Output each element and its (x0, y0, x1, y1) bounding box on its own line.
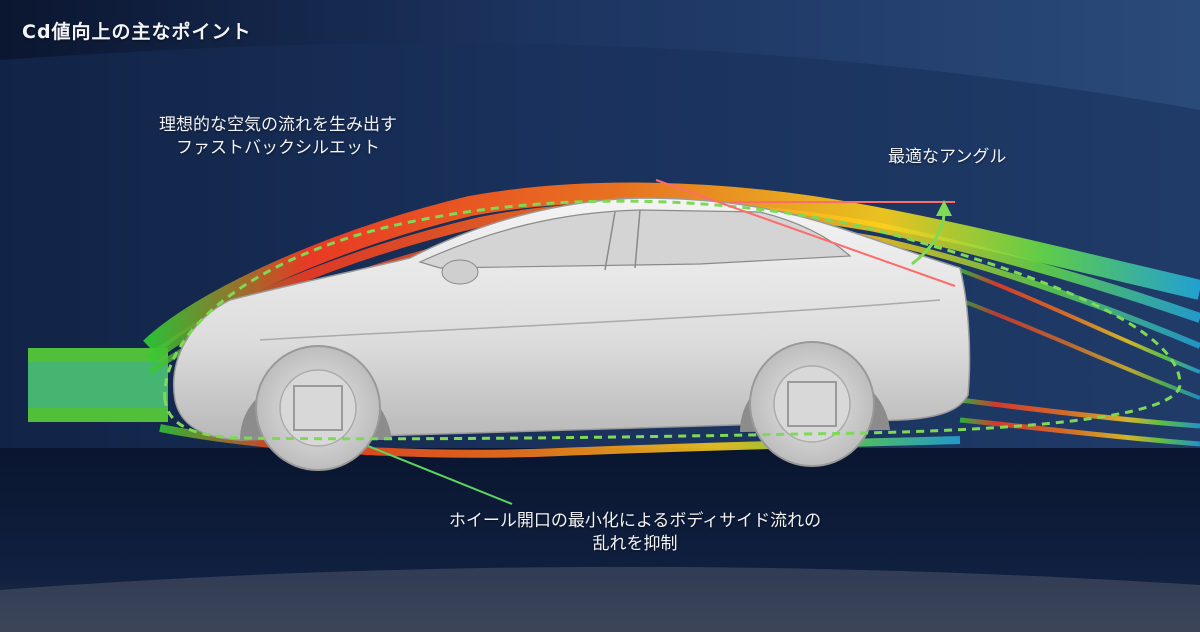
callout-silhouette-line2: ファストバックシルエット (176, 137, 380, 158)
callout-wheel-line2: 乱れを抑制 (592, 533, 678, 554)
inlet-flow (28, 348, 168, 422)
callout-wheel: ホイール開口の最小化によるボディサイド流れの 乱れを抑制 (400, 510, 870, 556)
callout-angle: 最適なアングル (888, 147, 1007, 167)
front-wheel (255, 345, 381, 471)
callout-wheel-line1: ホイール開口の最小化によるボディサイド流れの (448, 511, 822, 531)
wheel-pointer-line (367, 445, 513, 505)
rear-wheel (749, 341, 875, 467)
callout-silhouette-line1: 理想的な空気の流れを生み出す (159, 115, 397, 135)
callout-silhouette: 理想的な空気の流れを生み出す ファストバックシルエット (128, 114, 428, 160)
page-title: Cd値向上の主なポイント (22, 21, 252, 43)
angle-indicator (655, 179, 956, 287)
dashed-outline (163, 199, 1182, 441)
